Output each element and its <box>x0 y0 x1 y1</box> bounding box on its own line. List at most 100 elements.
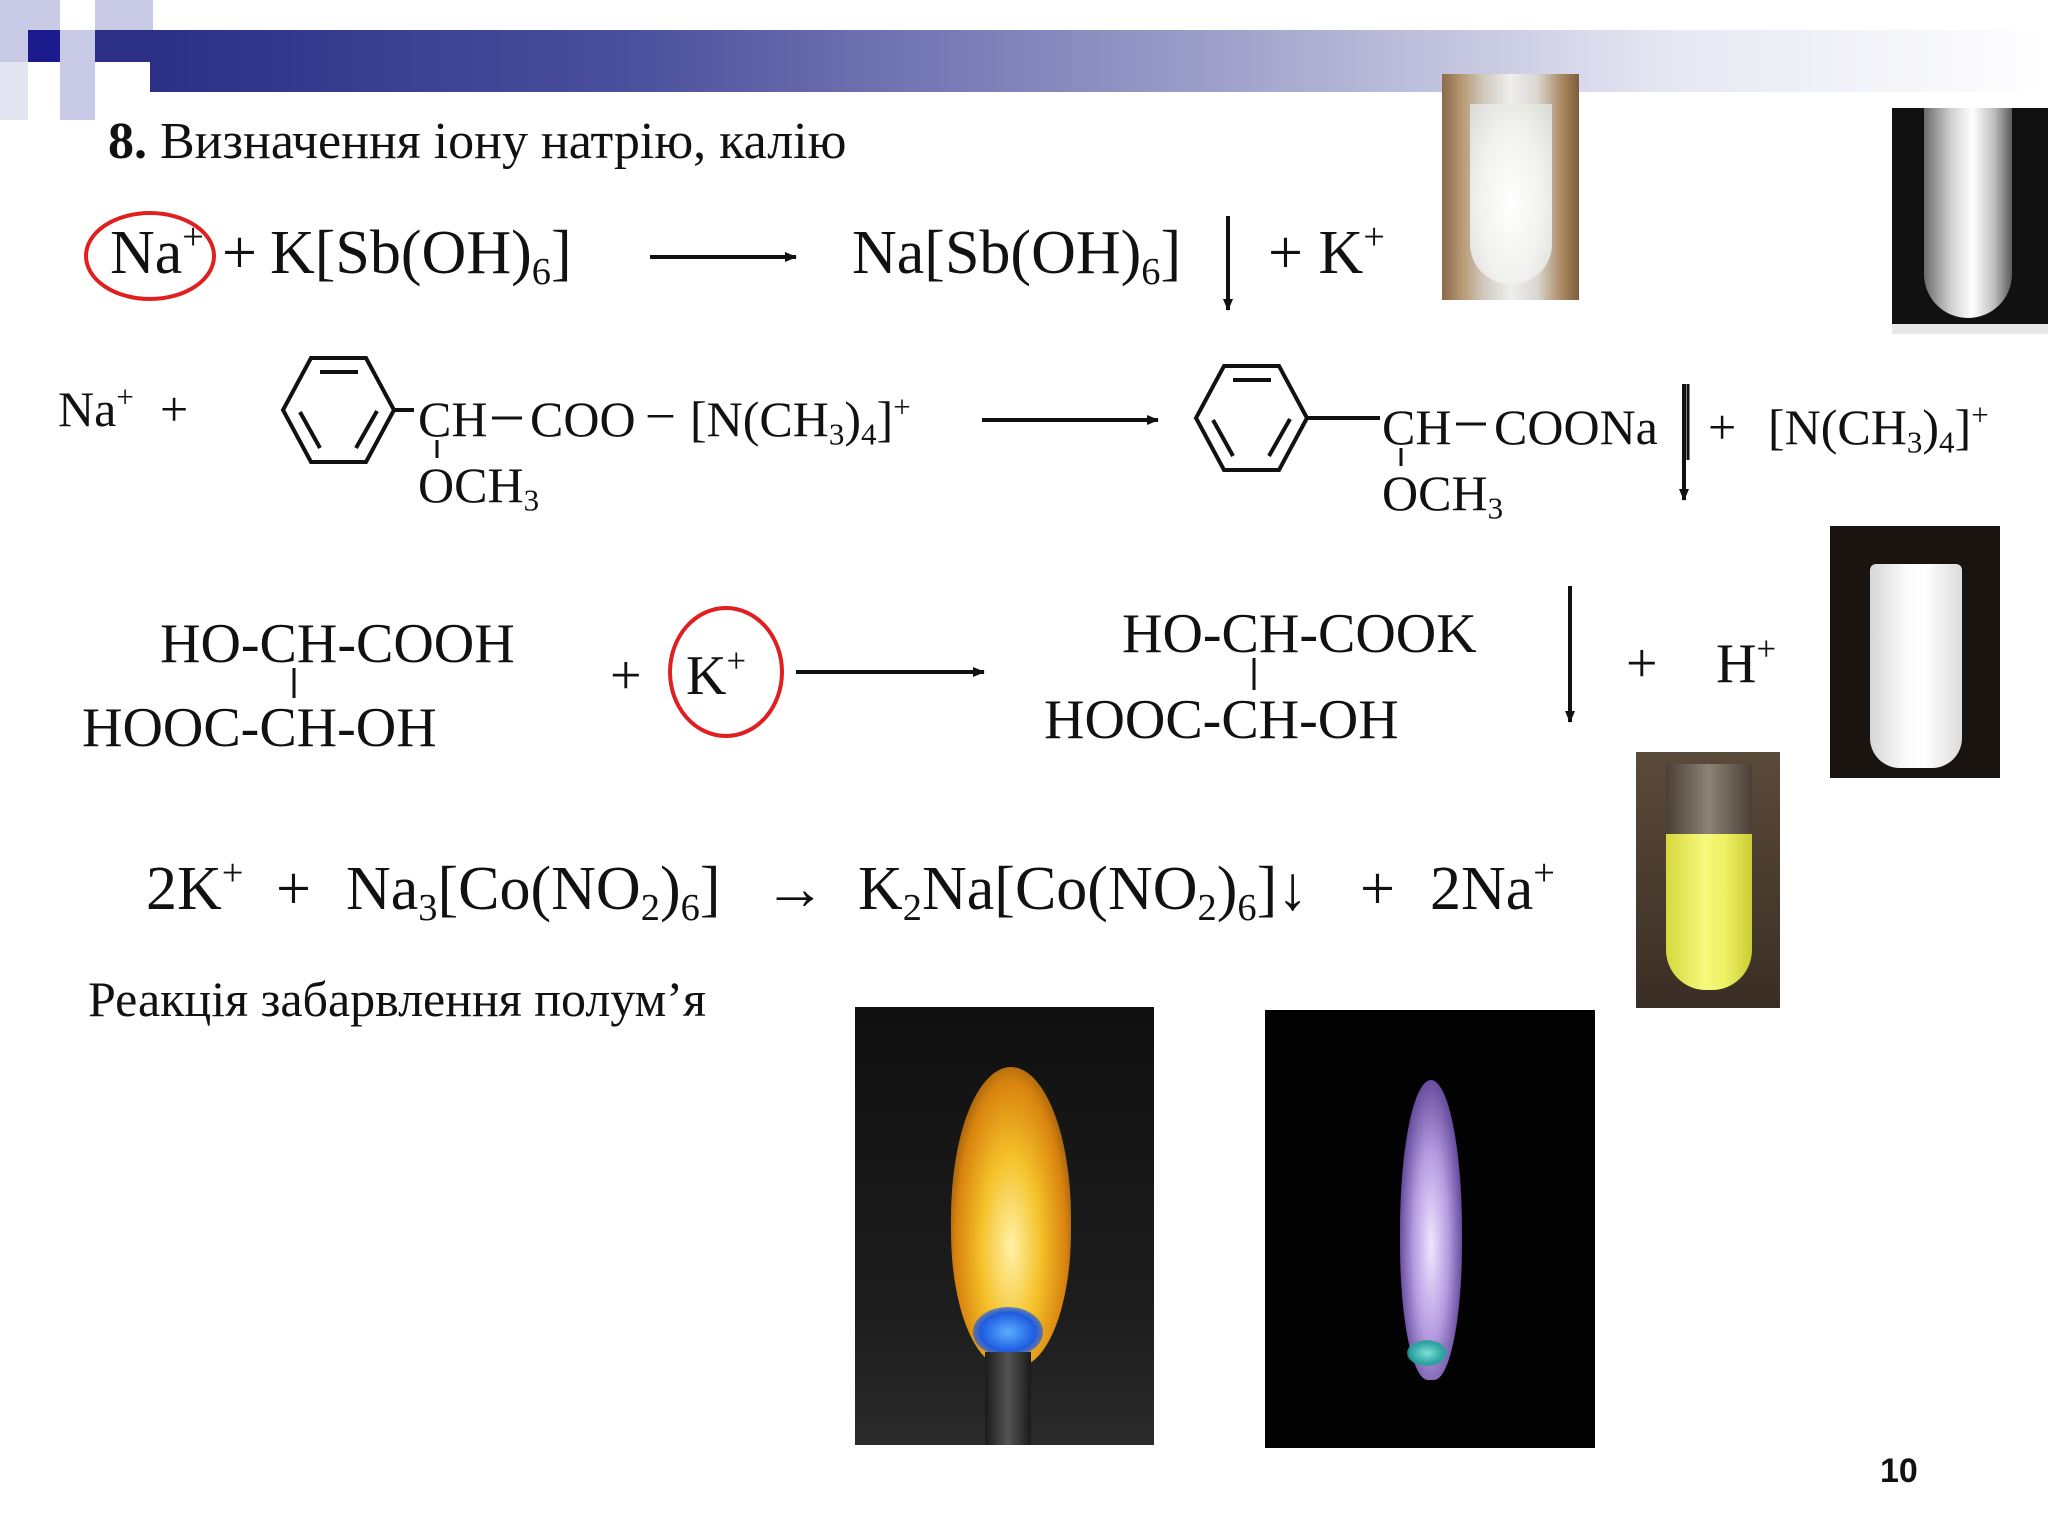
header-gradient-bar <box>150 30 2048 92</box>
eq1-byproduct-charge: + <box>1363 216 1385 259</box>
potassium-flame-base <box>1407 1340 1447 1366</box>
eq1-byproduct: + K+ <box>1268 218 1385 287</box>
eq4-product-mid2: ) <box>1216 855 1238 923</box>
eq1-reactant-na: Na+ <box>110 218 204 287</box>
slide-heading: 8. Визначення іону натрію, калію <box>108 112 846 171</box>
eq4-coef-na: 2Na+ <box>1430 854 1555 923</box>
eq1-reagent-text: K[Sb(OH) <box>270 219 532 287</box>
tube-4-glass-top <box>1666 764 1752 834</box>
eq3-k-charge: + <box>726 641 747 681</box>
header-square-3 <box>95 0 153 30</box>
eq1-na: Na <box>110 219 183 287</box>
eq1-product-sub: 6 <box>1141 250 1161 293</box>
eq3-reactant-bottom: HOOC-CH-OH <box>82 697 437 759</box>
eq4-reagent-sub3: 6 <box>680 886 700 929</box>
eq4-product-mid: Na[Co(NO <box>922 855 1198 923</box>
eq2-na-text: Na <box>58 381 117 437</box>
sodium-flame-blue-core <box>973 1307 1043 1357</box>
eq4-reagent-mid: [Co(NO <box>437 855 641 923</box>
eq3-product-top: HO-CH-COOK <box>1122 603 1477 665</box>
eq2-p-cation-close: ] <box>1954 399 1972 455</box>
eq2-product-ch: CH <box>1382 399 1452 455</box>
header-square-5 <box>28 30 60 62</box>
eq2-minus: – <box>648 383 673 439</box>
eq2-p-cation-sub1: 3 <box>1906 424 1923 460</box>
eq4-product: K2Na[Co(NO2)6]↓ <box>858 855 1309 927</box>
eq3-h: H+ <box>1716 632 1776 695</box>
eq4-k-charge: + <box>221 852 244 895</box>
potassium-flame-glow <box>1400 1080 1462 1380</box>
eq4-plus2: + <box>1360 855 1395 923</box>
eq4-na-text: 2Na <box>1430 855 1534 923</box>
page-number: 10 <box>1880 1452 1918 1490</box>
eq2-cation-close: ] <box>876 391 894 447</box>
photo-sodium-flame <box>855 1007 1154 1445</box>
eq2-cation: [N(CH3)4]+ <box>690 391 911 450</box>
eq4-product-sub2: 2 <box>1197 886 1217 929</box>
eq2-cation-text: [N(CH <box>690 391 829 447</box>
heading-text: Визначення іону натрію, калію <box>147 113 847 170</box>
header-square-9 <box>60 62 95 120</box>
eq4-reagent-mid2: ) <box>659 855 681 923</box>
eq2-p-cation-charge: + <box>1971 396 1989 432</box>
eq4-plus1: + <box>276 855 311 923</box>
photo-potassium-flame <box>1265 1010 1595 1448</box>
eq2-p-cation-text: [N(CH <box>1768 399 1907 455</box>
benzene-ring-product <box>1193 364 1380 472</box>
eq4-product-sub3: 6 <box>1237 886 1257 929</box>
eq2-coo: COO <box>530 391 636 447</box>
eq2-p-och-sub: 3 <box>1487 490 1504 526</box>
tube-4-yellow-liquid <box>1666 834 1752 990</box>
eq1-product: Na[Sb(OH)6] <box>852 219 1182 291</box>
eq2-product-plus: + <box>1708 399 1737 455</box>
eq2-och: OCH3 <box>418 457 539 516</box>
eq4-reagent-close: ] <box>699 855 721 923</box>
eq2-cation-charge: + <box>893 388 911 424</box>
photo-yellow-precipitate-tube <box>1636 752 1780 1008</box>
eq1-plus: + <box>222 219 257 287</box>
eq4-arrow: → <box>764 855 826 923</box>
eq2-na-charge: + <box>116 378 134 414</box>
header-square-7 <box>95 30 153 62</box>
eq4-product-sub1: 2 <box>902 886 922 929</box>
eq3-h-text: H <box>1716 633 1757 695</box>
photo-white-precipitate-tube-2 <box>1892 108 2048 334</box>
eq1-product-text: Na[Sb(OH) <box>852 219 1142 287</box>
eq3-product-bottom: HOOC-CH-OH <box>1044 689 1399 751</box>
header-square-6 <box>60 30 95 62</box>
eq1-reagent-close: ] <box>550 219 572 287</box>
eq2-cation-sub2: 4 <box>861 416 877 452</box>
eq3-plus2: + <box>1626 633 1658 695</box>
eq4-product-text: K <box>858 855 903 923</box>
eq2-na: Na+ <box>58 381 134 437</box>
flame-reaction-label: Реакція забарвлення полум’я <box>88 971 706 1027</box>
eq2-och-text: OCH <box>418 457 524 513</box>
eq4-k-text: 2K <box>146 855 222 923</box>
tube-2-glass <box>1924 108 2012 318</box>
tube-1-precipitate <box>1470 104 1552 284</box>
header-square-1 <box>0 0 60 30</box>
eq3-k: K+ <box>686 644 746 704</box>
eq2-p-cation-sub2: 4 <box>1939 424 1955 460</box>
eq2-product-coona: COONa <box>1494 399 1658 455</box>
eq2-p-och-text: OCH <box>1382 465 1488 521</box>
heading-number: 8. <box>108 113 147 170</box>
eq1-na-charge: + <box>182 216 204 259</box>
eq4-reagent-sub2: 2 <box>640 886 660 929</box>
eq1-reagent-sub: 6 <box>531 250 551 293</box>
eq2-och-sub: 3 <box>523 482 540 518</box>
eq3-plus: + <box>610 645 642 707</box>
eq4-na-charge: + <box>1533 852 1555 895</box>
eq1-product-close: ] <box>1160 219 1182 287</box>
eq4-product-close: ]↓ <box>1256 855 1309 923</box>
eq1-byproduct-text: + K <box>1268 219 1364 287</box>
header-square-4 <box>0 30 28 62</box>
header-square-8 <box>0 62 28 120</box>
tube-3-liquid <box>1870 564 1962 768</box>
eq2-cation-mid: ) <box>844 391 862 447</box>
tube-2-white-base <box>1892 324 2048 334</box>
eq4-reagent-sub1: 3 <box>418 886 438 929</box>
eq2-product-cation: [N(CH3)4]+ <box>1768 399 1989 458</box>
eq1-reagent: K[Sb(OH)6] <box>270 219 572 291</box>
eq4-coef-k: 2K+ <box>146 854 243 923</box>
